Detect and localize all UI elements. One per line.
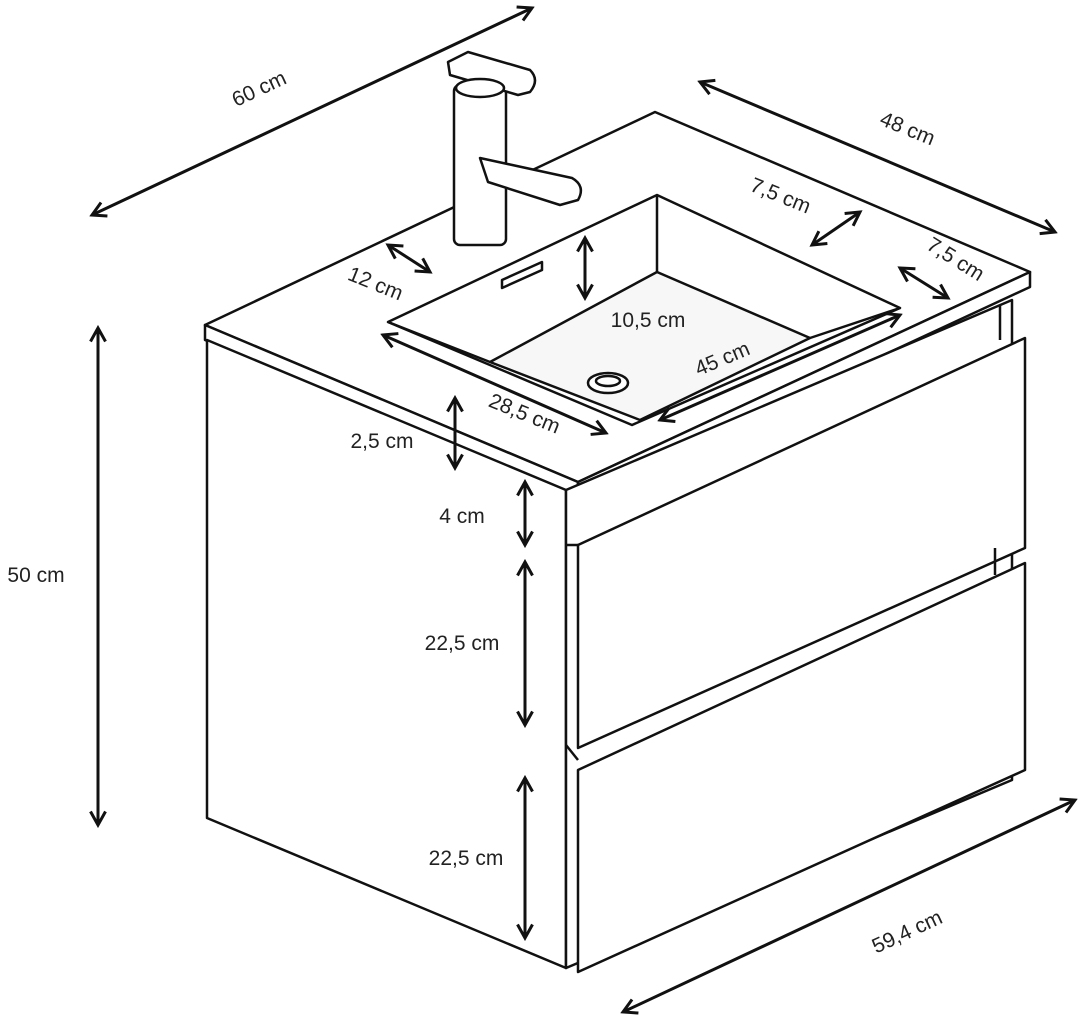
arrow-rim-left — [388, 245, 430, 272]
arrow-rim-right — [900, 268, 948, 298]
label-front-width: 59,4 cm — [869, 906, 946, 958]
arrow-width-top — [92, 8, 532, 215]
label-drawer-upper: 22,5 cm — [425, 632, 500, 655]
label-drawer-lower: 22,5 cm — [429, 847, 504, 870]
overflow-slot — [500, 260, 544, 290]
arrow-front-width — [623, 800, 1075, 1012]
label-depth-top: 48 cm — [877, 108, 939, 151]
arrow-basin-width — [383, 335, 606, 433]
label-basin-depth: 10,5 cm — [611, 309, 686, 332]
drain-inner — [594, 374, 622, 388]
faucet-cap — [454, 77, 506, 99]
label-width-top: 60 cm — [228, 67, 290, 112]
drawer-gap-line — [565, 744, 579, 761]
label-top-thickness: 2,5 cm — [350, 430, 413, 453]
label-gap: 4 cm — [439, 505, 485, 528]
label-height-total: 50 cm — [7, 564, 64, 587]
arrow-rim-back — [812, 212, 860, 245]
dimension-arrows — [92, 8, 1075, 1012]
arrow-basin-length — [660, 315, 900, 420]
arrow-depth-top — [700, 82, 1055, 232]
